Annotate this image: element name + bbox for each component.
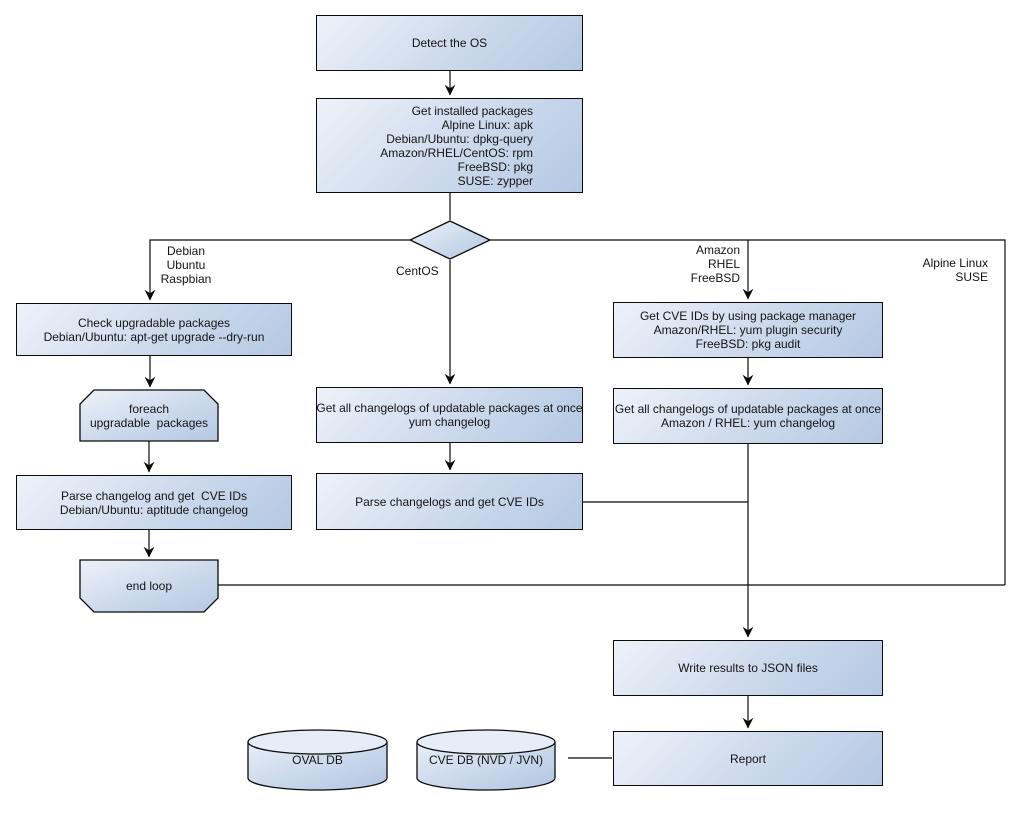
node-changelogs-centos: Get all changelogs of updatable packages…	[316, 387, 583, 443]
node-detect-os: Detect the OS	[316, 15, 583, 71]
branch-label-debian: Debian Ubuntu Raspbian	[160, 244, 212, 286]
node-cve-ids-package-manager: Get CVE IDs by using package manager Ama…	[613, 302, 883, 358]
edge-decision-to-debian	[144, 239, 410, 301]
oval-db-label: OVAL DB	[292, 752, 343, 767]
oval-db-cylinder-body	[247, 742, 388, 791]
node-changelogs-amazon: Get all changelogs of updatable packages…	[613, 388, 883, 444]
oval-db-label-box: OVAL DB	[248, 737, 387, 782]
foreach-loop-shape	[79, 389, 219, 442]
branch-label-amazon: Amazon RHEL FreeBSD	[690, 243, 740, 285]
end-loop-shape	[79, 559, 219, 613]
node-report: Report	[613, 731, 883, 786]
node-end-loop: end loop	[80, 560, 218, 612]
branch-label-alpine: Alpine Linux SUSE	[922, 256, 988, 284]
cve-db-label: CVE DB (NVD / JVN)	[428, 752, 543, 767]
cve-db-cylinder-body	[416, 742, 556, 791]
node-get-installed-packages: Get installed packages Alpine Linux: apk…	[316, 98, 583, 193]
node-check-upgradable-label: Check upgradable packages Debian/Ubuntu:…	[43, 315, 265, 344]
edge-decision-to-alpine	[490, 239, 1006, 585]
node-parse-changelogs-centos-label: Parse changelogs and get CVE IDs	[355, 494, 544, 509]
cve-db-label-box: CVE DB (NVD / JVN)	[417, 737, 555, 782]
node-changelogs-amazon-label: Get all changelogs of updatable packages…	[614, 402, 882, 430]
node-report-label: Report	[729, 751, 767, 766]
node-check-upgradable: Check upgradable packages Debian/Ubuntu:…	[16, 303, 292, 356]
node-changelogs-centos-label: Get all changelogs of updatable packages…	[316, 401, 583, 429]
node-parse-changelog-debian: Parse changelog and get CVE IDs Debian/U…	[16, 475, 292, 530]
node-foreach-loop-label: foreach upgradable packages	[89, 401, 209, 430]
node-foreach-loop: foreach upgradable packages	[80, 390, 218, 441]
oval-db-cylinder-top	[247, 729, 388, 755]
node-write-results-label: Write results to JSON files	[678, 661, 818, 675]
node-parse-changelog-debian-label: Parse changelog and get CVE IDs Debian/U…	[59, 488, 249, 517]
branch-label-centos: CentOS	[396, 264, 439, 278]
node-detect-os-label: Detect the OS	[411, 36, 488, 50]
node-cve-ids-package-manager-label: Get CVE IDs by using package manager Ama…	[639, 309, 857, 351]
decision-diamond	[408, 220, 492, 260]
node-write-results: Write results to JSON files	[613, 640, 883, 696]
node-parse-changelogs-centos: Parse changelogs and get CVE IDs	[316, 473, 583, 530]
node-end-loop-label: end loop	[125, 579, 173, 593]
node-get-installed-packages-label: Get installed packages Alpine Linux: apk…	[380, 103, 533, 188]
cve-db-cylinder-top	[416, 729, 556, 755]
